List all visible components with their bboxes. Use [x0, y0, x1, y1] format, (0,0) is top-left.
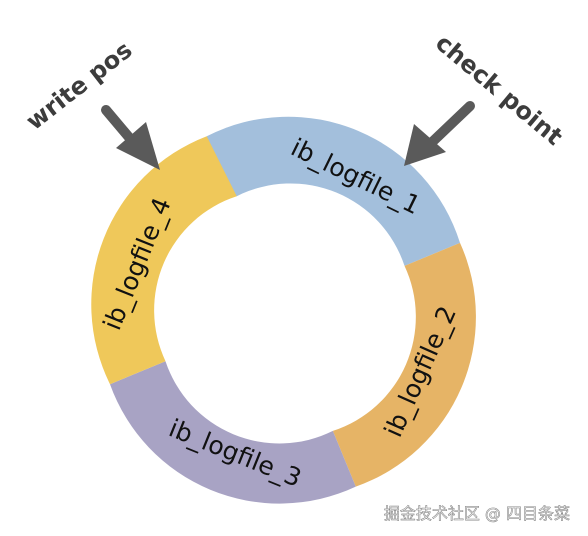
- segment-ib-logfile-2: [332, 242, 476, 487]
- segment-ib-logfile-4: [91, 136, 237, 385]
- check-point-pointer: check point: [404, 29, 568, 166]
- ring-center: [165, 193, 405, 433]
- segment-ib-logfile-1: [206, 116, 461, 266]
- write-pos-pointer: write pos: [21, 36, 160, 170]
- segment-ib-logfile-3: [110, 361, 356, 504]
- watermark-text: 掘金技术社区 @ 四目条菜: [384, 504, 570, 523]
- arrow-down-left-icon: [404, 101, 475, 166]
- check-point-label: check point: [430, 29, 568, 151]
- arrow-down-right-icon: [101, 105, 160, 170]
